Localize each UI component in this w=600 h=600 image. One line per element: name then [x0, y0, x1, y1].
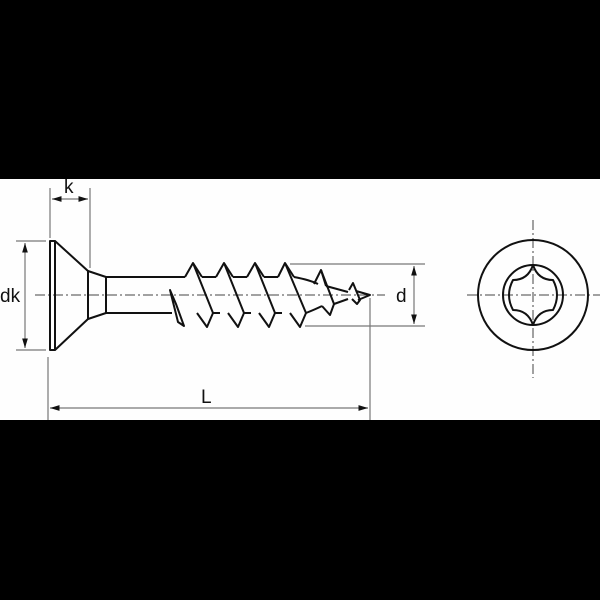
- dimension-L: L: [47, 298, 371, 420]
- side-view: [35, 240, 385, 351]
- dimension-label-k: k: [64, 177, 74, 198]
- dimension-label-dk: dk: [0, 286, 21, 307]
- torx-drive-icon: [508, 264, 558, 326]
- head-outline-circle: [477, 239, 589, 351]
- dimension-label-d: d: [396, 286, 407, 307]
- dimension-k: k: [49, 177, 91, 268]
- dimension-label-L: L: [201, 387, 212, 408]
- thread: [169, 262, 371, 328]
- dimension-dk: dk: [0, 240, 46, 351]
- shank: [106, 276, 185, 314]
- countersunk-head: [49, 240, 107, 351]
- end-view: [467, 220, 600, 378]
- dimension-d: d: [290, 263, 425, 327]
